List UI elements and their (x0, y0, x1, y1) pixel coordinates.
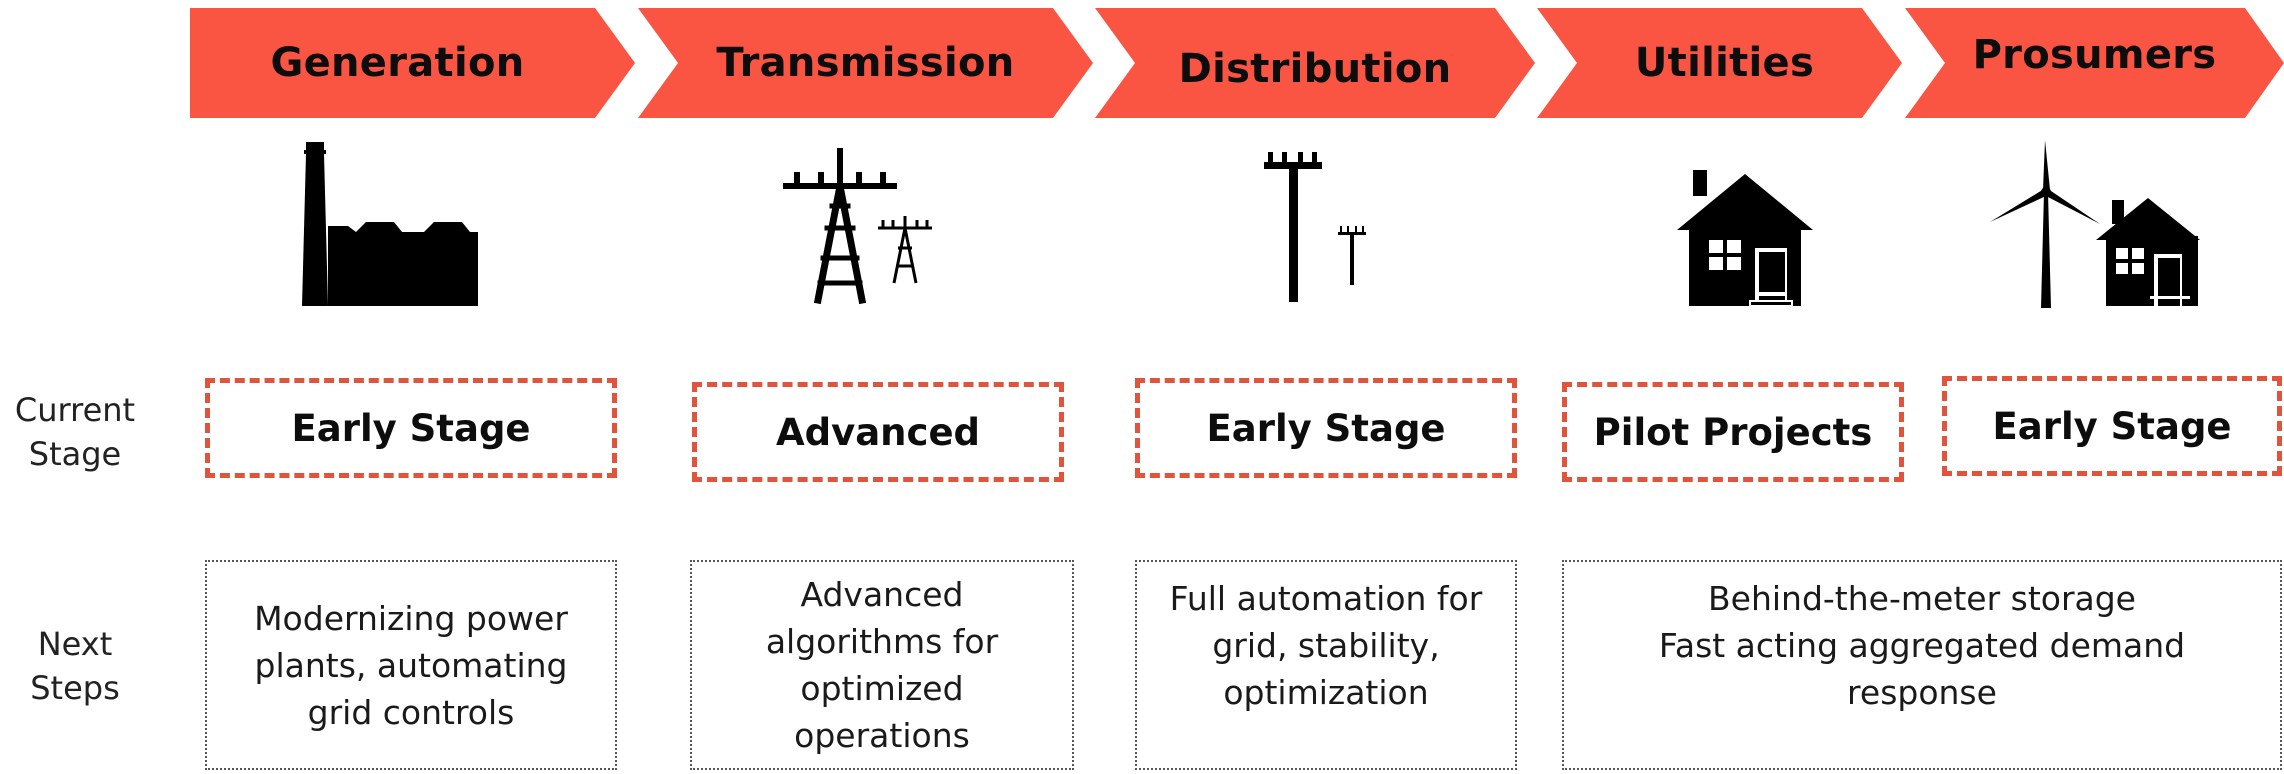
current-stage-utilities: Pilot Projects (1562, 382, 1904, 482)
chevron-distribution: Distribution (1095, 8, 1535, 118)
chevron-prosumers: Prosumers (1905, 8, 2284, 118)
chevron-generation: Generation (190, 8, 635, 118)
stage-title: Prosumers (1972, 32, 2217, 78)
chevron-shape (1537, 8, 1902, 118)
next-steps-distribution: Full automation for grid, stability, opt… (1135, 560, 1517, 770)
row-label-next-steps: Next Steps (0, 622, 150, 710)
current-stage-distribution: Early Stage (1135, 378, 1517, 478)
house-icon (1675, 168, 1815, 312)
next-steps-utilities-prosumers: Behind-the-meter storage Fast acting agg… (1562, 560, 2282, 770)
stage-title: Utilities (1634, 40, 1815, 86)
stage-title: Transmission (716, 40, 1015, 86)
transmission-tower-icon (780, 145, 940, 312)
chevron-utilities: Utilities (1537, 8, 1902, 118)
current-stage-transmission: Advanced (692, 382, 1064, 482)
stage-title: Distribution (1178, 46, 1452, 92)
current-stage-prosumers: Early Stage (1942, 376, 2282, 476)
chevron-shape (1095, 8, 1535, 118)
row-label-current-stage: Current Stage (0, 388, 150, 476)
chevron-shape (1905, 8, 2284, 118)
row-label-text: Next Steps (30, 625, 120, 707)
wind-turbine-house-icon (1990, 140, 2210, 314)
next-steps-transmission: Advanced algorithms for optimized operat… (690, 560, 1074, 770)
chevron-shape (638, 8, 1093, 118)
next-steps-generation: Modernizing power plants, automating gri… (205, 560, 617, 770)
current-stage-generation: Early Stage (205, 378, 617, 478)
utility-pole-icon (1258, 150, 1378, 310)
row-label-text: Current Stage (14, 391, 136, 473)
chevron-shape (190, 8, 635, 118)
power-plant-icon (298, 140, 480, 310)
stage-title: Generation (270, 40, 525, 86)
chevron-transmission: Transmission (638, 8, 1093, 118)
